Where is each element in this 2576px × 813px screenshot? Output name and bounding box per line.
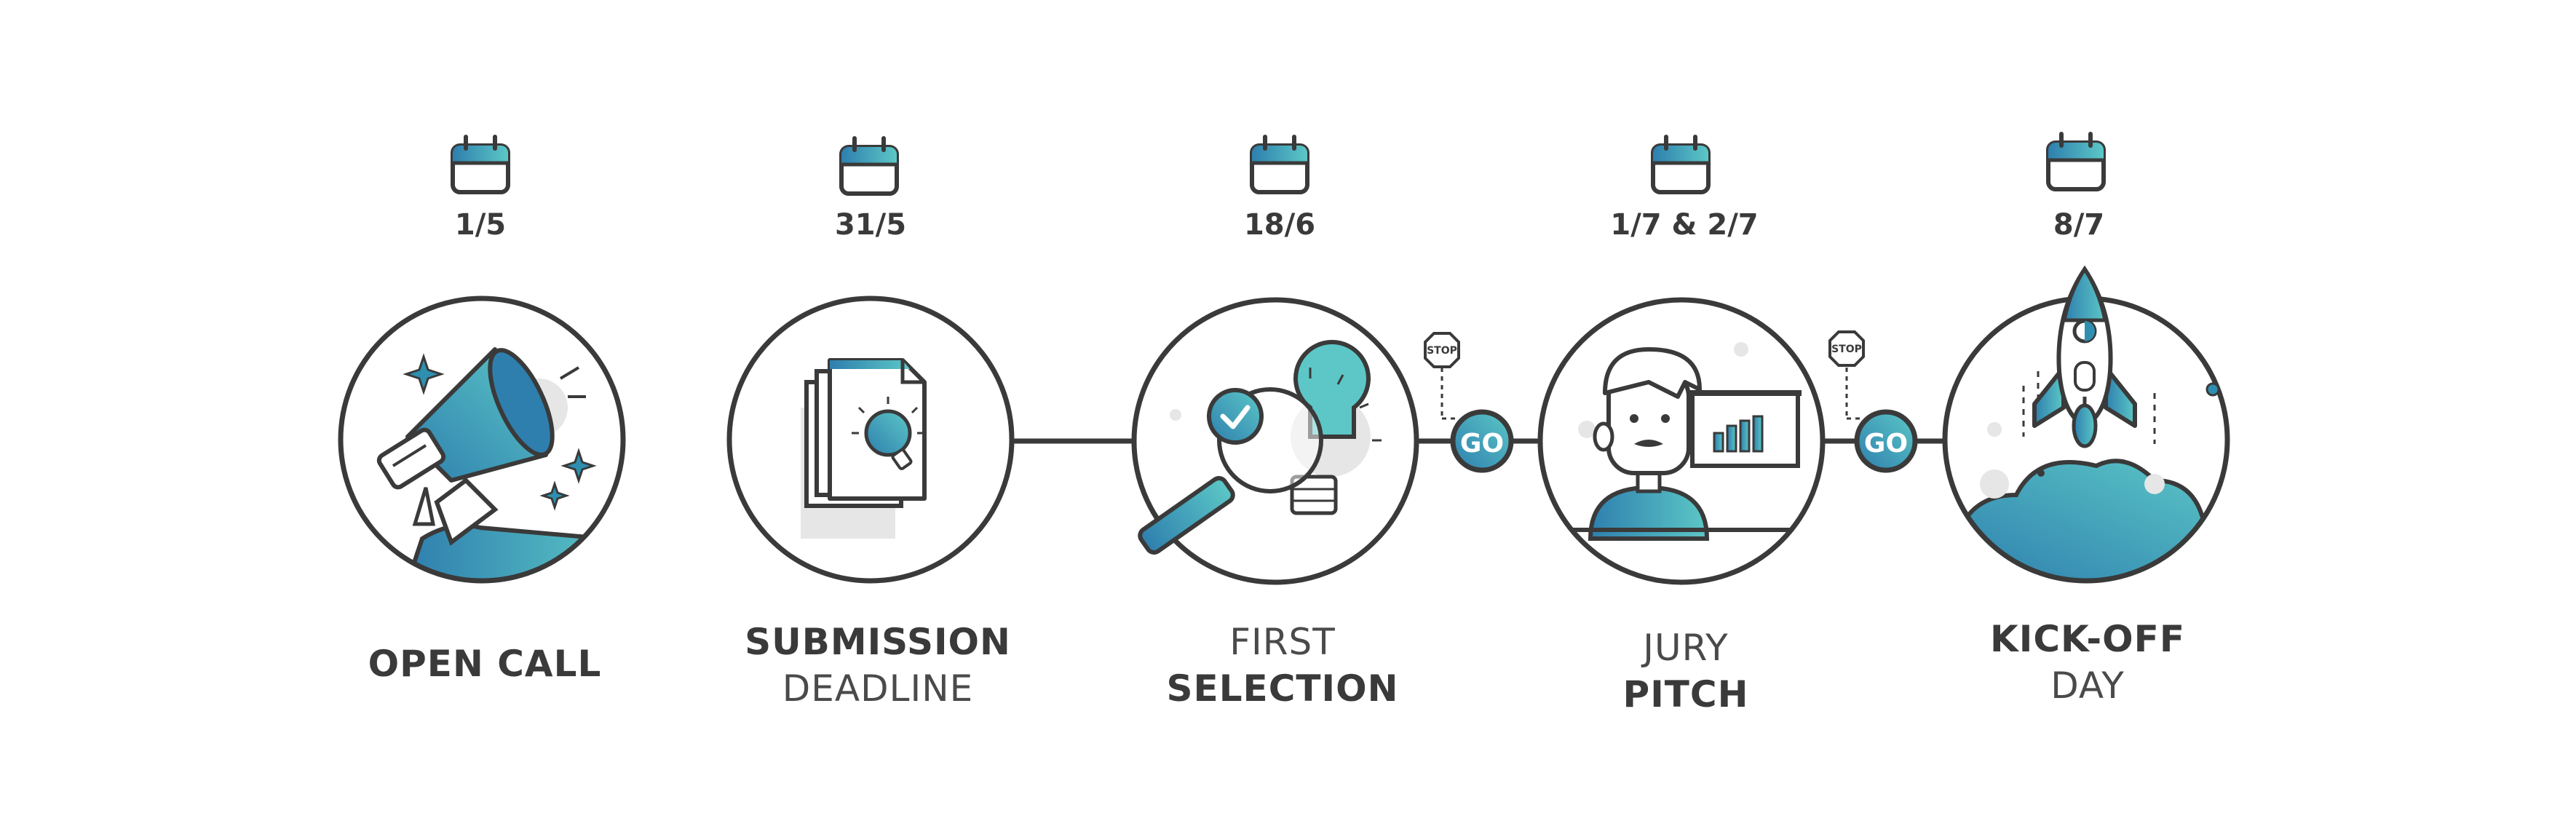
step-circle-open-call <box>338 296 626 584</box>
go-label: GO <box>1864 429 1908 459</box>
step-label-kick-off-day: KICK-OFF DAY <box>1833 616 2342 709</box>
step-label-line: JURY <box>1643 627 1729 669</box>
step-date: 18/6 <box>1243 208 1316 242</box>
go-badge <box>1854 409 1918 473</box>
step-label-jury-pitch: JURY PITCH <box>1431 624 1941 718</box>
go-stop-gate-1: STOP GO <box>1424 332 1514 473</box>
step-label-line: SELECTION <box>1166 667 1399 710</box>
calendar-icon <box>2046 132 2106 191</box>
calendar-icon <box>1250 135 1309 194</box>
step-label-line: DAY <box>2050 665 2125 707</box>
stop-sign-icon <box>1424 332 1460 368</box>
presenter-icon <box>1550 342 1812 541</box>
step-label-line: KICK-OFF <box>1989 618 2185 660</box>
step-label-line: SUBMISSION <box>745 621 1011 663</box>
step-date: 1/7 & 2/7 <box>1610 208 1759 242</box>
magnifier-bulb-icon <box>1138 340 1382 555</box>
step-circle-submission-deadline <box>726 296 1015 584</box>
stop-sign-icon <box>1828 330 1865 367</box>
step-label-line: FIRST <box>1229 621 1336 663</box>
step-date: 8/7 <box>2053 208 2105 242</box>
megaphone-icon <box>376 347 623 581</box>
go-badge <box>1450 409 1514 473</box>
step-date: 1/5 <box>454 208 507 242</box>
stop-label: STOP <box>1831 344 1862 355</box>
go-label: GO <box>1460 429 1504 459</box>
calendar-icon <box>1651 135 1711 194</box>
stop-label: STOP <box>1427 345 1457 357</box>
step-date: 31/5 <box>834 208 907 242</box>
step-label-open-call: OPEN CALL <box>230 641 740 687</box>
step-label-submission-deadline: SUBMISSION DEADLINE <box>623 619 1133 712</box>
step-circle-first-selection <box>1131 297 1419 585</box>
step-label-line: DEADLINE <box>782 667 974 710</box>
idea-document-icon <box>801 358 927 539</box>
rocket-ship <box>2032 265 2220 448</box>
go-stop-gate-2: STOP GO <box>1828 330 1918 473</box>
step-label-line: OPEN CALL <box>368 643 602 685</box>
calendar-icon <box>839 136 899 196</box>
step-circle-jury-pitch <box>1537 297 1826 585</box>
calendar-icon <box>451 135 510 194</box>
step-label-first-selection: FIRST SELECTION <box>1028 619 1537 712</box>
step-circle-kick-off-day <box>1942 265 2230 584</box>
step-label-line: PITCH <box>1622 673 1749 715</box>
